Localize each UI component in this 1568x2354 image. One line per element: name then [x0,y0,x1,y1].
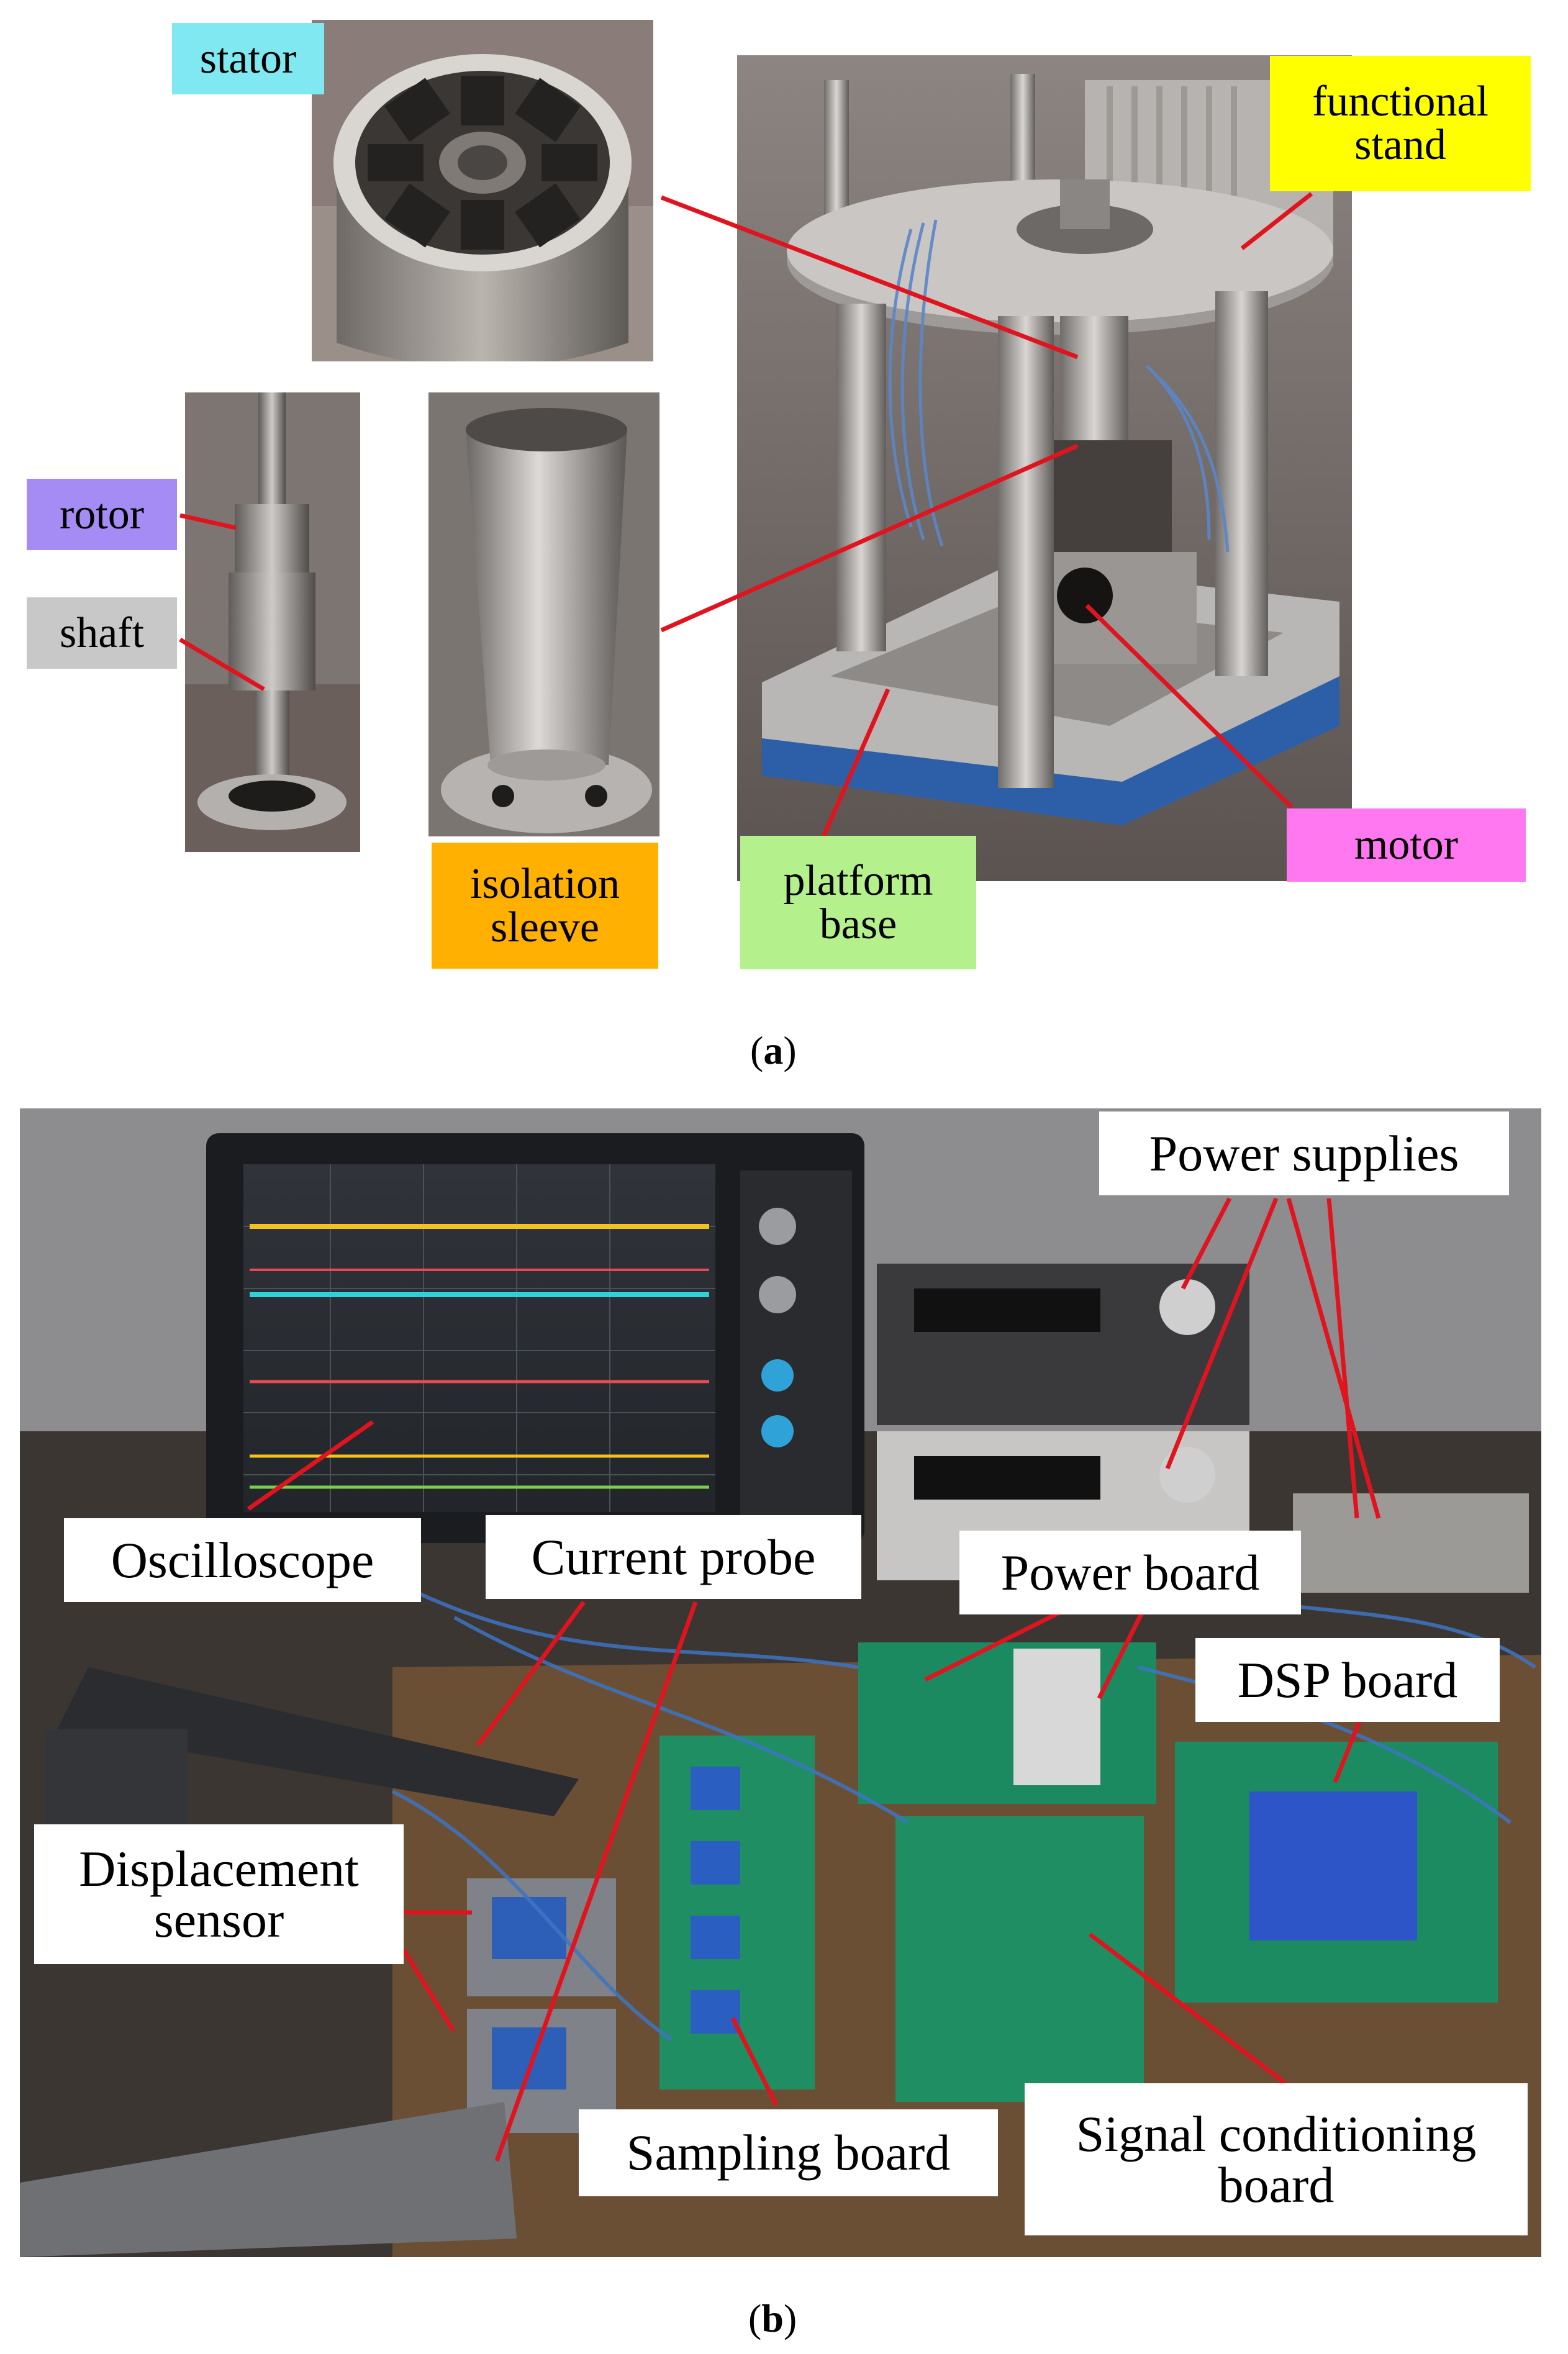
power-board-label: Power board [959,1531,1301,1614]
functional-stand-photo [737,55,1352,881]
oscilloscope-label: Oscilloscope [64,1518,421,1602]
caption-b: (b) [748,2296,797,2340]
shaft-label: shaft [27,597,177,669]
sampling-board-label: Sampling board [579,2109,998,2196]
caption-a: (a) [750,1028,797,1072]
rotor-label: rotor [27,479,177,550]
signal-conditioning-board-label: Signal conditioning board [1025,2083,1528,2235]
stator-label: stator [172,23,324,94]
displacement-sensor-label: Displacement sensor [34,1824,404,1964]
power-supplies-label: Power supplies [1099,1111,1509,1195]
isolation-sleeve-photo [428,392,659,836]
motor-label: motor [1287,808,1526,882]
rotor-shaft-photo [185,392,360,852]
functional-stand-label: functional stand [1270,56,1531,191]
isolation-sleeve-label: isolation sleeve [432,843,658,969]
dsp-board-label: DSP board [1195,1638,1500,1722]
stator-photo [312,20,653,361]
current-probe-label: Current probe [486,1515,861,1599]
platform-base-label: platform base [740,836,976,969]
